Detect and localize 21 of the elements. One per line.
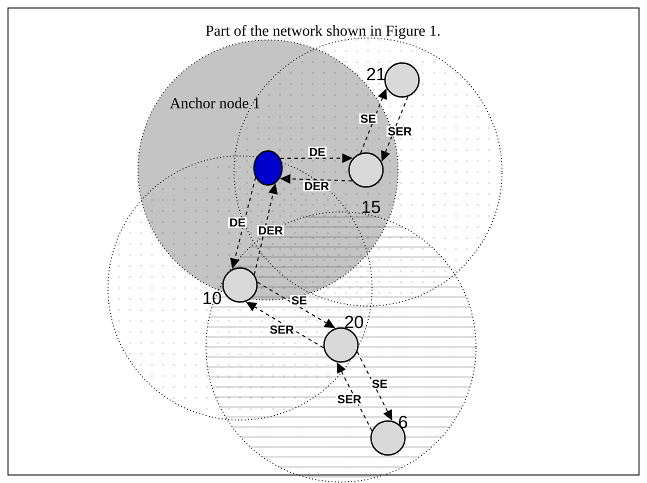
edge-label: DER	[303, 180, 330, 192]
edge-label: SE	[290, 295, 308, 306]
edge-label: DE	[228, 217, 247, 228]
edge-label: SE	[370, 378, 389, 390]
edge-label: DE	[308, 146, 327, 158]
node-label: 15	[362, 200, 380, 214]
edge-label: SER	[386, 126, 414, 137]
node-label: 20	[345, 316, 364, 328]
station-circle	[323, 327, 359, 363]
title: Part of the network shown in Figure 1.	[206, 24, 440, 39]
node-label: 21	[367, 68, 385, 80]
node-label: 10	[204, 292, 222, 304]
edge-label: SE	[359, 113, 378, 124]
station-circle	[348, 152, 384, 188]
node-label: Anchor node 1	[170, 98, 260, 108]
edge-label: SER	[336, 394, 363, 404]
edge-label: DER	[257, 225, 284, 236]
station-circle	[222, 267, 258, 303]
station-circle	[384, 62, 420, 98]
station-circle	[253, 150, 283, 186]
edge-label: SER	[268, 324, 296, 335]
